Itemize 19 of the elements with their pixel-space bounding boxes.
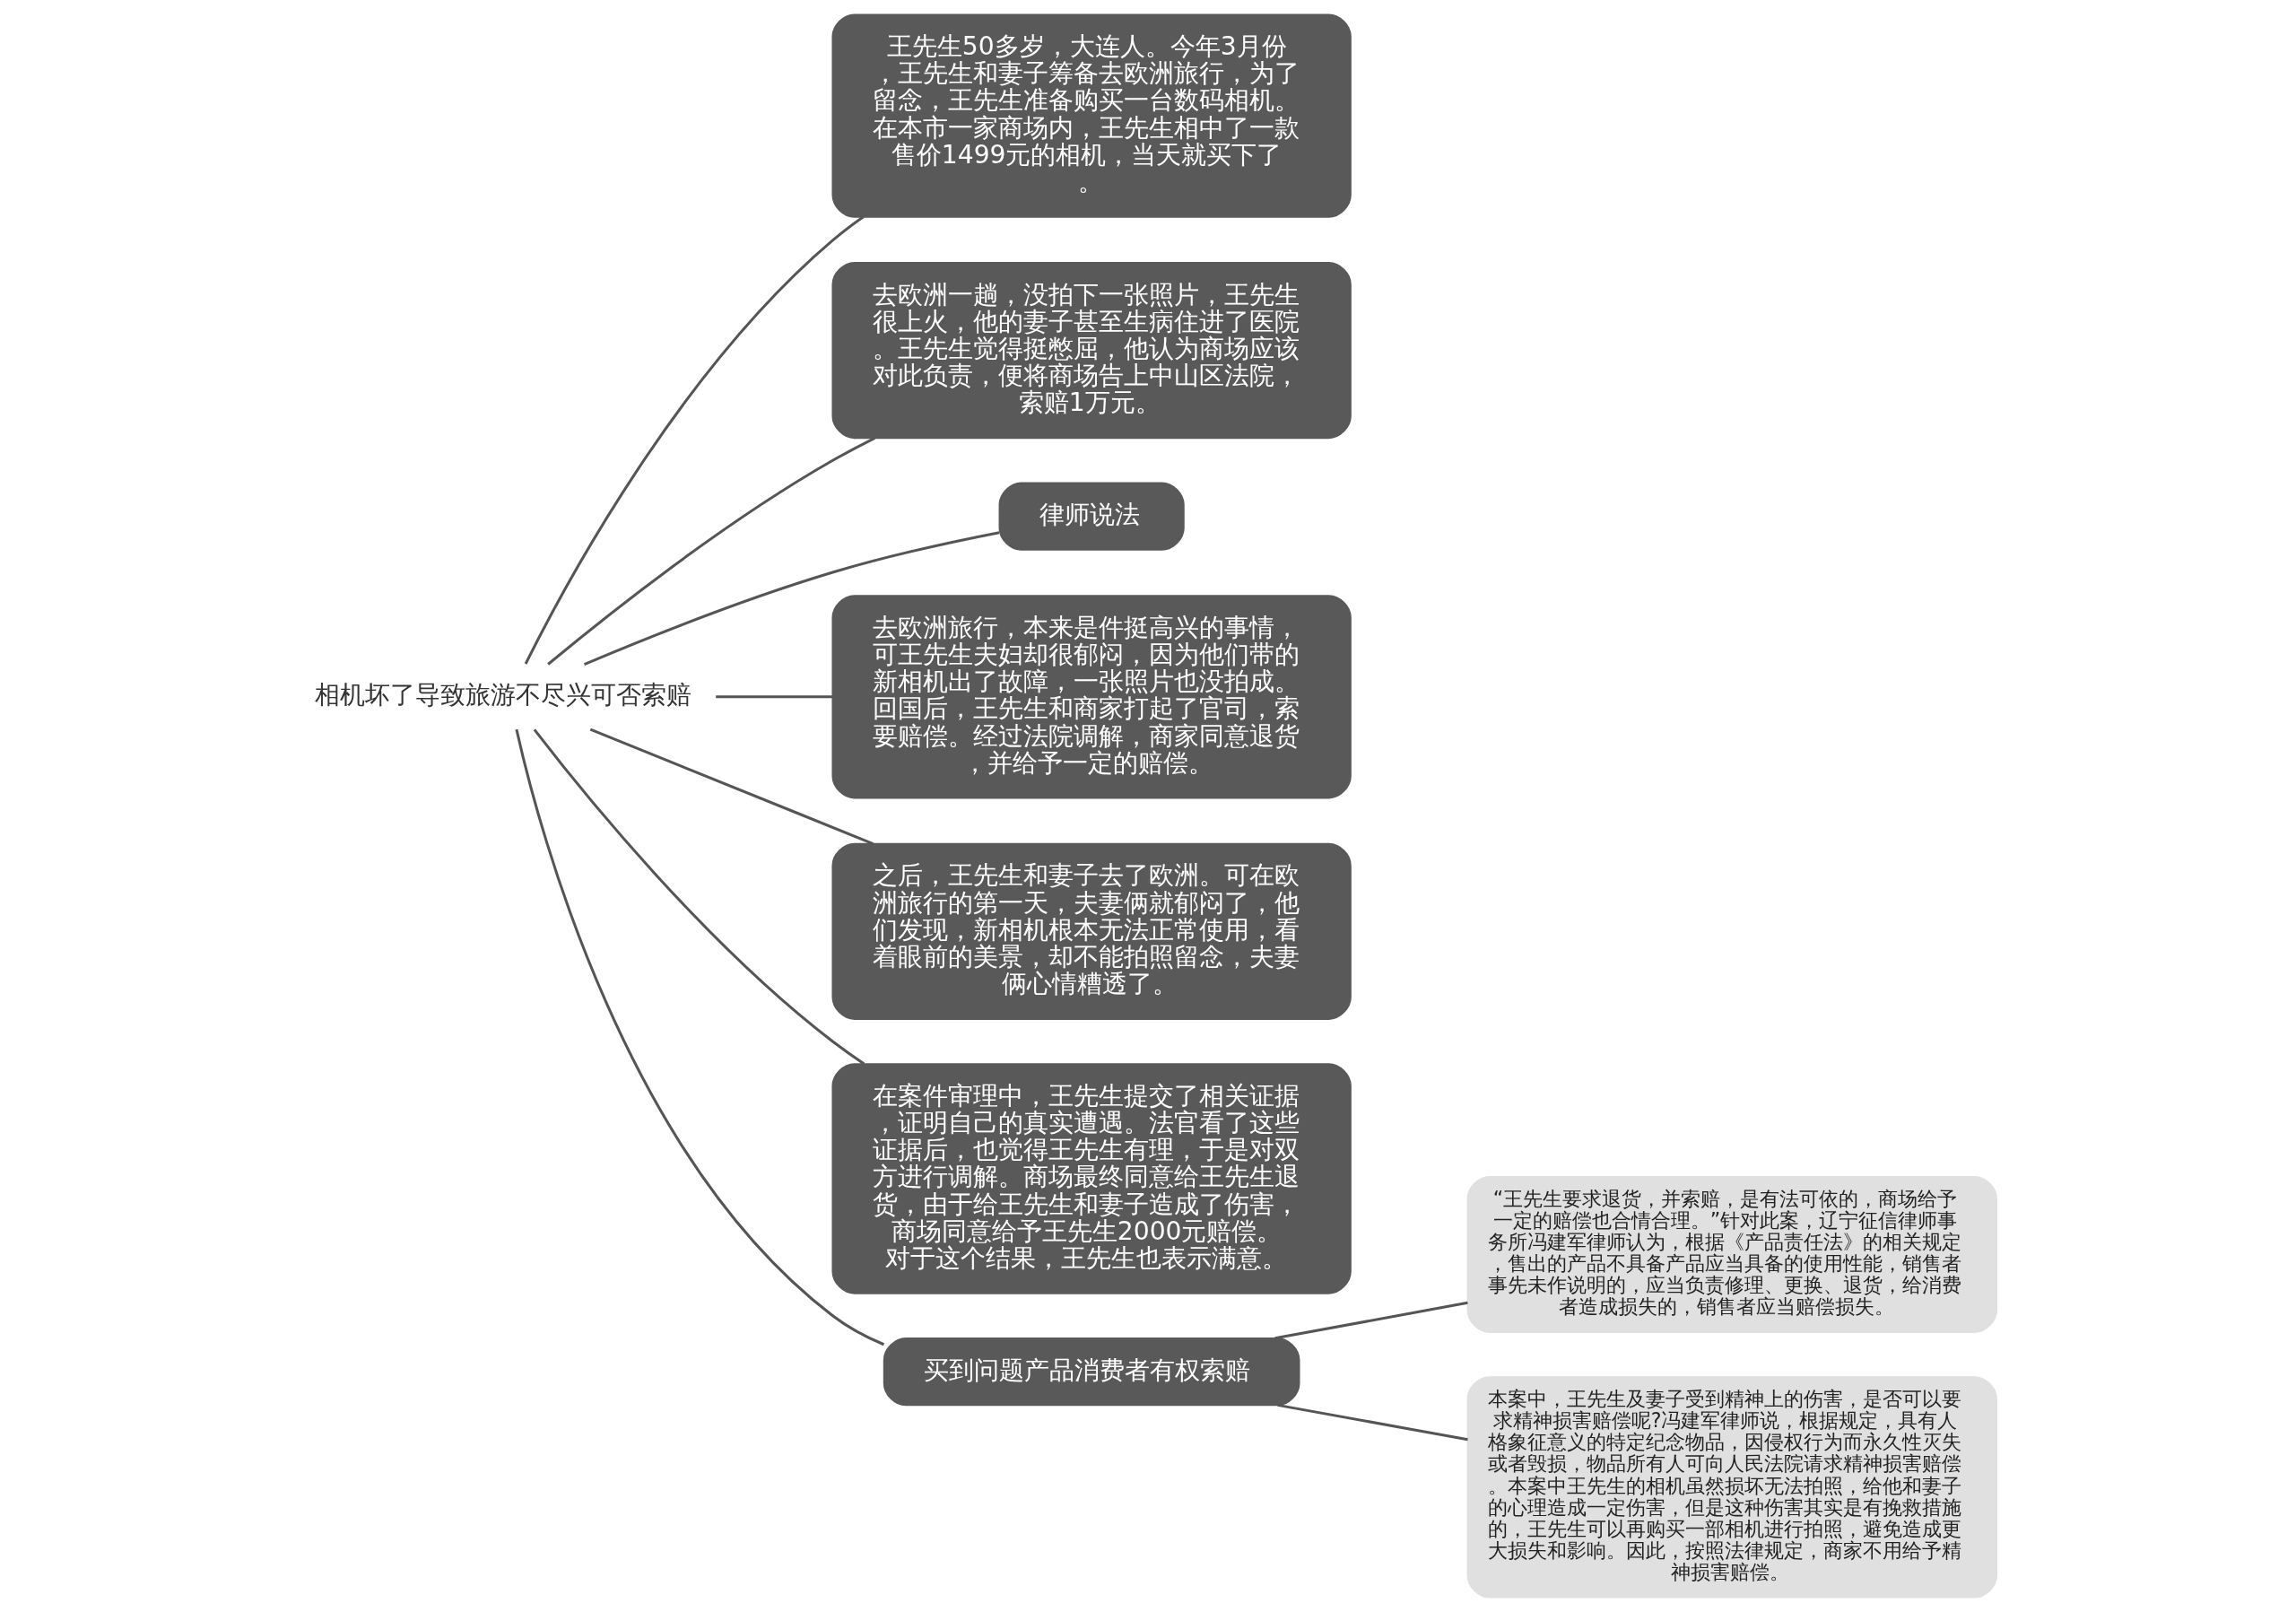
node-box: 买到问题产品消费者有权索赔	[883, 1337, 1300, 1407]
connector	[589, 728, 874, 845]
connector	[583, 531, 999, 666]
connector	[524, 215, 864, 665]
node-box: 去欧洲旅行，本来是件挺高兴的事情，可王先生夫妇却很郁闷，因为他们带的新相机出了故障，一张照片也没拍成。回国后，王先生和商家打起了官司，索要赔偿。经过法院调解，商家同意退货，并给予一定的赔偿。	[831, 595, 1352, 799]
connector	[1276, 1403, 1468, 1442]
node-box: 律师说法	[998, 482, 1185, 551]
node-box: 王先生50多岁，大连人。今年3月份，王先生和妻子筹备去欧洲旅行，为了留念，王先生准备购买一台数码相机。在本市一家商场内，王先生相中了一款售价1499元的相机，当天就买下了。	[831, 13, 1352, 218]
connector	[546, 436, 875, 666]
node-box: 去欧洲一趟，没拍下一张照片，王先生很上火，他的妻子甚至生病住进了医院。王先生觉得挺憋屈，他认为商场应该对此负责，便将商场告上中山区法院，索赔1万元。	[831, 262, 1352, 440]
node-box: 之后，王先生和妻子去了欧洲。可在欧洲旅行的第一天，夫妻俩就郁闷了，他们发现，新相机根本无法正常使用，看着眼前的美景，却不能拍照留念，夫妻俩心情糟透了。	[831, 842, 1352, 1020]
connector	[533, 728, 865, 1066]
connector	[1274, 1301, 1468, 1340]
node-box: 在案件审理中，王先生提交了相关证据，证明自己的真实遭遇。法官看了这些证据后，也觉得王先生有理，于是对双方进行调解。商场最终同意给王先生退货，由于给王先生和妻子造成了伤害，商场同意给予王先生2000元赔偿。对于这个结果，王先生也表示满意。	[831, 1063, 1352, 1294]
node-text: 相机坏了导致旅游不尽兴可否索赔	[314, 680, 691, 710]
node-box: “王先生要求退货，并索赔，是有法可依的，商场给予一定的赔偿也合情合理。”针对此案，辽宁征信律师事务所冯建军律师认为，根据《产品责任法》的相关规定，售出的产品不具备产品应当具备的使用性能，销售者事先未作说明的，应当负责修理、更换、退货，给消费者造成损失的，销售者应当赔偿损失。	[1466, 1175, 1997, 1333]
connector	[514, 728, 884, 1346]
connector	[715, 695, 832, 699]
node-box: 本案中，王先生及妻子受到精神上的伤害，是否可以要求精神损害赔偿呢?冯建军律师说，根据规定，具有人格象征意义的特定纪念物品，因侵权行为而永久性灭失或者毁损，物品所有人可向人民法院请求精神损害赔偿。本案中王先生的相机虽然损坏无法拍照，给他和妻子的心理造成一定伤害，但是这种伤害其实是有挽救措施的，王先生可以再购买一部相机进行拍照，避免造成更大损失和影响。因此，按照法律规定，商家不用给予精神损害赔偿。	[1466, 1376, 1997, 1599]
